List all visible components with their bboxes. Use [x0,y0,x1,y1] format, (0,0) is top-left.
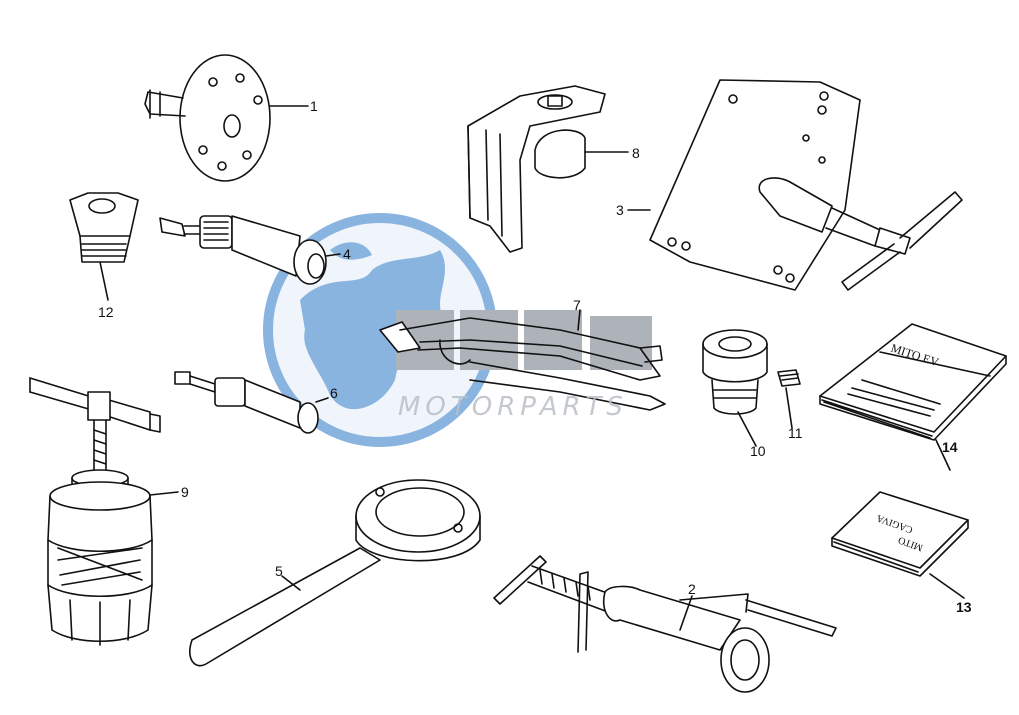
tool-4-threaded-puller [159,215,341,285]
tool-14-manual-book [819,323,1007,471]
tool-11-screw [777,369,801,429]
callout-8: 8 [632,145,640,161]
callout-3: 3 [616,202,624,218]
tool-8-bracket [467,85,629,253]
callout-10: 10 [750,443,766,459]
tool-1-puller-disc [144,54,309,182]
tool-12-nut [69,192,139,301]
tool-13-small-booklet [831,491,969,599]
callout-4: 4 [343,246,351,262]
tool-10-sleeve [702,329,768,447]
callout-6: 6 [330,385,338,401]
tool-5-ring-spanner [189,479,481,667]
watermark-brand-text: MOTORPARTS [398,392,628,422]
tool-3-plate-puller [627,79,963,291]
tool-6-small-puller [174,371,329,434]
callout-9: 9 [181,484,189,500]
tool-9-cylinder-extractor [29,377,179,646]
callout-7: 7 [573,297,581,313]
callout-13: 13 [956,599,972,615]
tool-2-t-handle-tube [493,555,837,693]
tool-7-pliers [379,309,666,411]
callout-5: 5 [275,563,283,579]
callout-12: 12 [98,304,114,320]
callout-1: 1 [310,98,318,114]
callout-14: 14 [942,439,958,455]
callout-11: 11 [788,425,803,441]
callout-2: 2 [688,581,696,597]
